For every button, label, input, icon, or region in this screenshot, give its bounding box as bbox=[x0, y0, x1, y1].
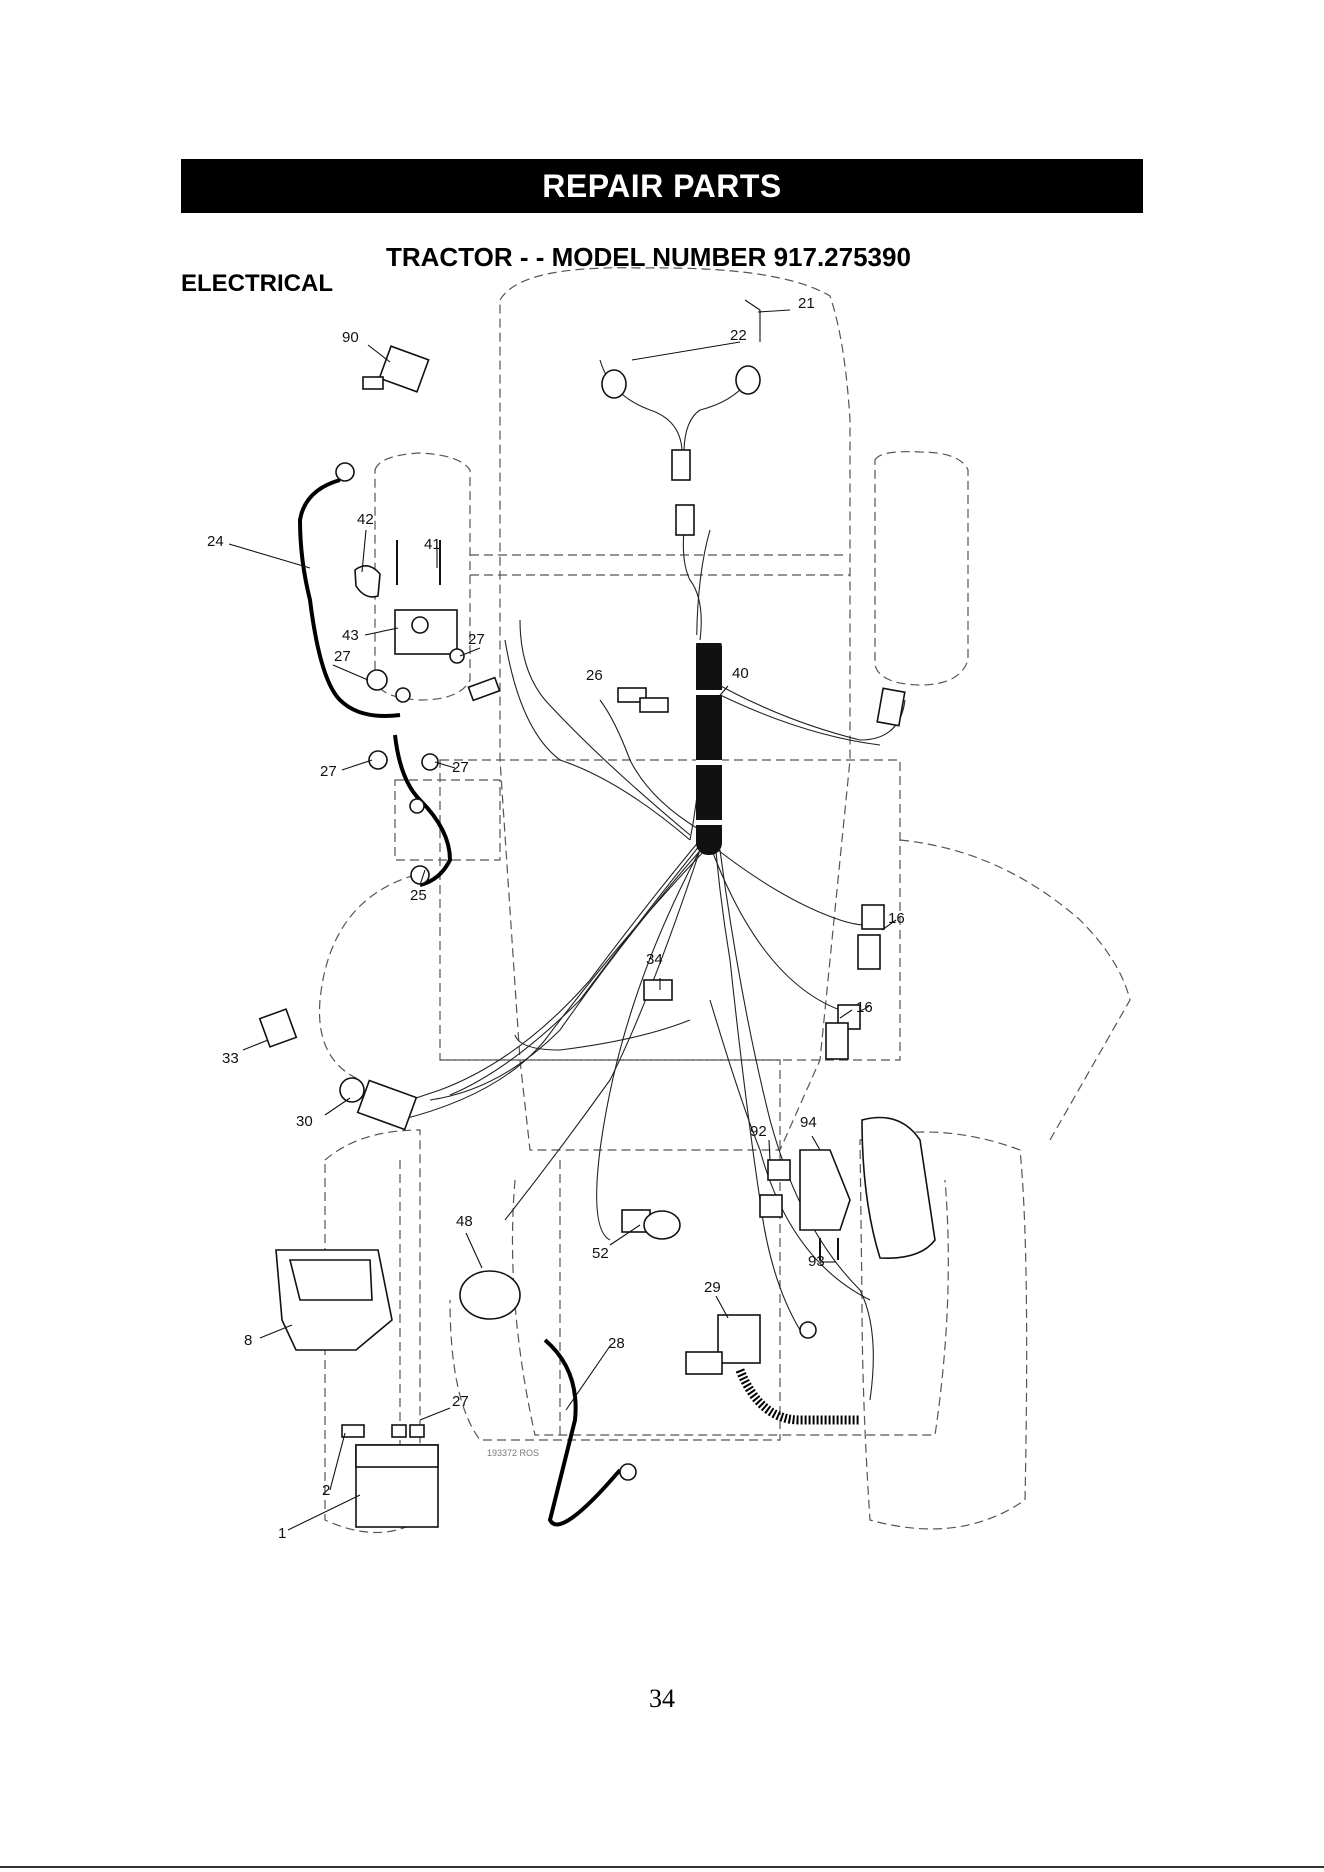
callout-21: 21 bbox=[798, 295, 815, 312]
callout-numbers: 90 22 21 24 42 41 43 27 27 27 27 26 40 2… bbox=[207, 295, 905, 1542]
callout-16b: 16 bbox=[856, 999, 873, 1016]
callout-30: 30 bbox=[296, 1113, 313, 1130]
callout-1: 1 bbox=[278, 1525, 286, 1542]
callout-52: 52 bbox=[592, 1245, 609, 1262]
bottom-rule bbox=[0, 1866, 1324, 1868]
callout-92: 92 bbox=[750, 1123, 767, 1140]
callout-26: 26 bbox=[586, 667, 603, 684]
callout-2: 2 bbox=[322, 1482, 330, 1499]
callout-28: 28 bbox=[608, 1335, 625, 1352]
callout-94: 94 bbox=[800, 1114, 817, 1131]
wiring-harness bbox=[380, 360, 905, 1420]
callout-24: 24 bbox=[207, 533, 224, 550]
page-number: 34 bbox=[0, 1684, 1324, 1714]
callout-34: 34 bbox=[646, 951, 663, 968]
callout-27a: 27 bbox=[334, 648, 351, 665]
callout-40: 40 bbox=[732, 665, 749, 682]
callout-48: 48 bbox=[456, 1213, 473, 1230]
callout-22: 22 bbox=[730, 327, 747, 344]
callout-8: 8 bbox=[244, 1332, 252, 1349]
callout-16a: 16 bbox=[888, 910, 905, 927]
callout-27e: 27 bbox=[452, 1393, 469, 1410]
callout-41: 41 bbox=[424, 536, 441, 553]
callout-27c: 27 bbox=[320, 763, 337, 780]
callout-43: 43 bbox=[342, 627, 359, 644]
drawing-code: 193372 ROS bbox=[487, 1448, 539, 1458]
callout-42: 42 bbox=[357, 511, 374, 528]
callout-93: 93 bbox=[808, 1253, 825, 1270]
callout-29: 29 bbox=[704, 1279, 721, 1296]
callout-25: 25 bbox=[410, 887, 427, 904]
callout-90: 90 bbox=[342, 329, 359, 346]
callout-27b: 27 bbox=[468, 631, 485, 648]
callout-33: 33 bbox=[222, 1050, 239, 1067]
callout-27d: 27 bbox=[452, 759, 469, 776]
